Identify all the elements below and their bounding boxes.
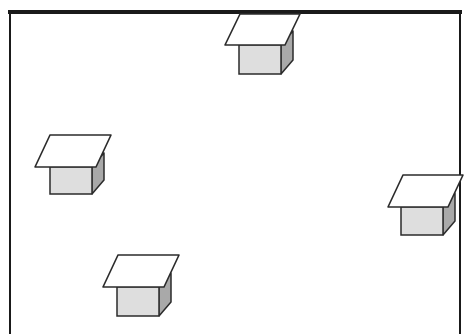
house-left-front-wall [50,167,92,194]
house-top-front-wall [239,45,281,74]
frame-top-border [8,10,462,14]
house-right-front-wall [401,207,443,235]
house-bottom-front-wall [117,287,159,316]
